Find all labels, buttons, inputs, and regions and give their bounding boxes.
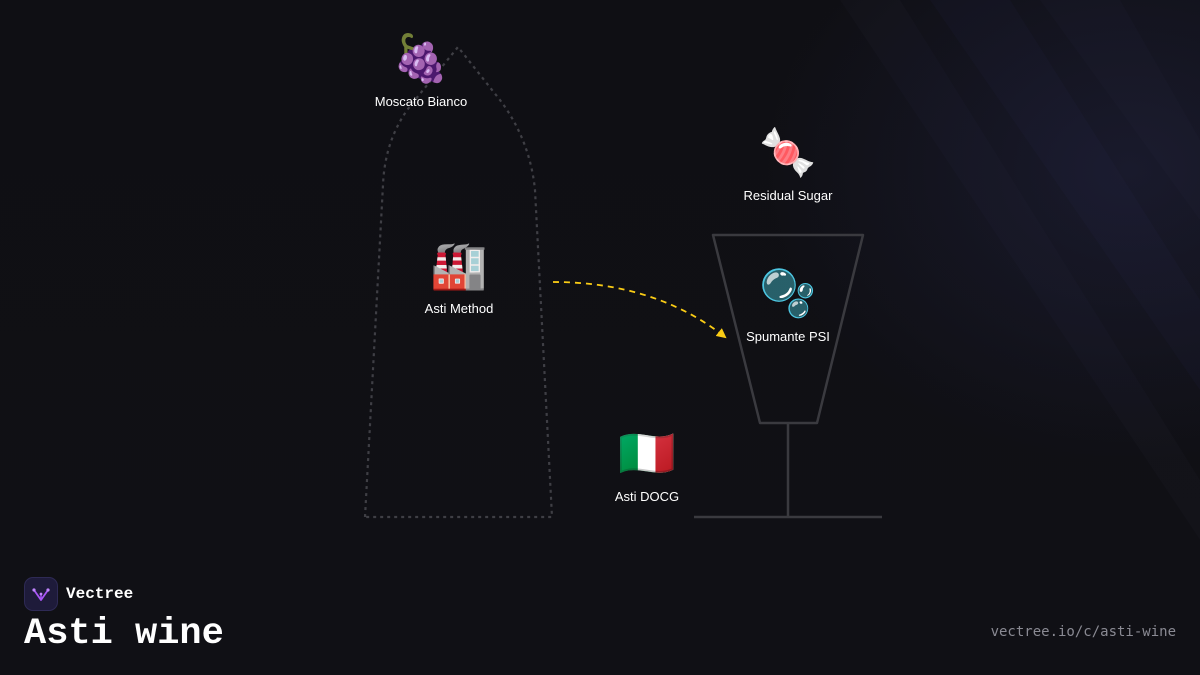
flow-arrow <box>552 281 727 339</box>
node-label: Residual Sugar <box>743 188 833 203</box>
node-label: Asti DOCG <box>614 489 680 504</box>
node-label: Moscato Bianco <box>374 94 468 109</box>
bubbles-icon: 🫧 <box>759 266 817 320</box>
node-label: Spumante PSI <box>746 329 830 344</box>
node-label: Asti Method <box>424 301 494 316</box>
italy-flag-icon: 🇮🇹 <box>618 426 676 480</box>
node-asti-method[interactable]: 🏭 Asti Method <box>369 237 549 317</box>
wine-glass-outline <box>694 233 882 519</box>
vectree-logo-icon <box>24 577 58 611</box>
node-moscato-bianco[interactable]: 🍇 Moscato Bianco <box>331 30 511 110</box>
node-asti-docg[interactable]: 🇮🇹 Asti DOCG <box>557 425 737 505</box>
footer-url[interactable]: vectree.io/c/asti-wine <box>990 624 1176 640</box>
node-residual-sugar[interactable]: 🍬 Residual Sugar <box>698 124 878 204</box>
node-spumante-psi[interactable]: 🫧 Spumante PSI <box>698 265 878 345</box>
grapes-icon: 🍇 <box>392 31 450 85</box>
factory-icon: 🏭 <box>430 238 488 292</box>
bottle-outline <box>363 45 554 519</box>
page-title: Asti wine <box>24 613 224 655</box>
candy-icon: 🍬 <box>759 125 817 179</box>
brand[interactable]: Vectree <box>24 577 133 611</box>
brand-name: Vectree <box>66 585 134 603</box>
